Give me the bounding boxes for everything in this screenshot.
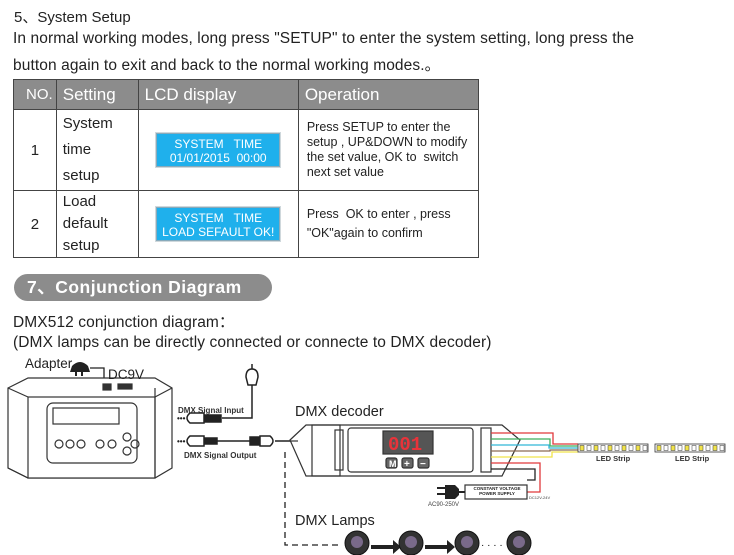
signal-input-label: DMX Signal Input [178, 406, 244, 415]
operation-line: Press SETUP to enter the [306, 120, 451, 134]
dmx-signal-output-cable: ••• [177, 435, 298, 447]
operation-cell: Press OK to enter , press "OK"again to c… [297, 190, 480, 258]
dmx-decoder-icon [282, 424, 521, 477]
led-chip [628, 445, 634, 451]
section5-paragraph-line1: In normal working modes, long press "SET… [13, 30, 635, 47]
led-strip-label-2: LED Strip [675, 454, 710, 463]
operation-line: setup , UP&DOWN to modify [306, 135, 468, 149]
led-chip [621, 445, 627, 451]
row-number: 1 [13, 109, 57, 191]
operation-line: Press OK to enter , press [306, 207, 451, 221]
table-row: 2 Load default setup SYSTEM TIME LOAD SE… [13, 190, 480, 258]
lcd-display: SYSTEM TIME 01/01/2015 00:00 [156, 133, 281, 167]
led-chip [684, 445, 690, 451]
operation-line: "OK"again to confirm [306, 226, 423, 240]
led-chip [607, 445, 613, 451]
decoder-button-m: M [389, 459, 397, 469]
led-chip [642, 445, 648, 451]
led-chip [698, 445, 704, 451]
row-number: 2 [13, 190, 57, 258]
setting-cell: System time setup [55, 109, 139, 191]
dmx-lamps: · · · · [344, 530, 532, 555]
led-chip [586, 445, 592, 451]
lcd-line2: 01/01/2015 00:00 [169, 151, 267, 165]
conjunction-diagram: ••• ••• 001 M + − [0, 355, 734, 555]
led-chip [670, 445, 676, 451]
power-supply-icon [437, 484, 528, 500]
led-chip [614, 445, 620, 451]
arrow-right-icon [425, 540, 455, 554]
header-setting: Setting [55, 79, 139, 110]
section7-paragraph-line2: (DMX lamps can be directly connected or … [13, 334, 492, 351]
psu-label-line2: POWER SUPPLY [479, 491, 515, 496]
signal-output-label: DMX Signal Output [184, 451, 257, 460]
section7-paragraph-line1: DMX512 conjunction diagram： [13, 314, 235, 331]
psu-label-line1: CONSTANT VOLTAGE [473, 486, 521, 491]
operation-cell: Press SETUP to enter the setup , UP&DOWN… [297, 109, 480, 191]
setting-line2: setup [62, 237, 100, 254]
psu-label: CONSTANT VOLTAGE POWER SUPPLY [467, 486, 527, 496]
table-header-row: NO. Setting LCD display Operation [13, 79, 480, 110]
adapter-label: Adapter [25, 356, 73, 371]
led-chip [656, 445, 662, 451]
lcd-line2: LOAD SEFAULT OK! [162, 225, 275, 239]
led-strip-icon [577, 443, 726, 453]
led-chip [600, 445, 606, 451]
lcd-line1: SYSTEM TIME [174, 137, 263, 151]
dc-output-label: DC12V-24V [529, 495, 551, 500]
decoder-display: 001 [388, 434, 422, 456]
led-chip [579, 445, 585, 451]
dmx-controller-icon [7, 377, 173, 479]
led-chip [677, 445, 683, 451]
output-wires [491, 432, 578, 493]
section5-paragraph-line2: button again to exit and back to the nor… [13, 57, 441, 74]
ac-input-label: AC90-250V [428, 502, 460, 508]
led-chip [712, 445, 718, 451]
led-chip [663, 445, 669, 451]
header-lcd-display: LCD display [137, 79, 299, 110]
system-setup-table: NO. Setting LCD display Operation 1 Syst… [13, 79, 480, 258]
dmx-lamps-label: DMX Lamps [295, 513, 375, 529]
lamp-lens [513, 536, 525, 548]
svg-text:•••: ••• [177, 414, 186, 423]
lcd-display: SYSTEM TIME LOAD SEFAULT OK! [156, 207, 281, 241]
header-no: NO. [13, 79, 57, 110]
header-operation: Operation [297, 79, 480, 110]
dmx-signal-input-cable: ••• [177, 364, 259, 424]
led-chip [635, 445, 641, 451]
led-strip-label-1: LED Strip [596, 454, 631, 463]
decoder-button-minus: − [420, 459, 426, 470]
section5-heading: 5、System Setup [14, 9, 131, 26]
dashed-connection-line [284, 452, 340, 546]
operation-line: next set value [306, 165, 384, 179]
led-chip [593, 445, 599, 451]
lcd-cell: SYSTEM TIME LOAD SEFAULT OK! [137, 190, 299, 258]
lamp-lens [405, 536, 417, 548]
section7-heading: 7、Conjunction Diagram [14, 274, 272, 301]
lamp-lens [351, 536, 363, 548]
led-chip [719, 445, 725, 451]
setting-line2: setup [62, 167, 100, 184]
lcd-line1: SYSTEM TIME [174, 211, 263, 225]
led-chip [691, 445, 697, 451]
operation-line: the set value, OK to switch [306, 150, 459, 164]
lcd-cell: SYSTEM TIME 01/01/2015 00:00 [137, 109, 299, 191]
lamp-lens [461, 536, 473, 548]
dmx-decoder-label: DMX decoder [295, 404, 384, 420]
dc9v-label: DC9V [108, 367, 145, 382]
setting-line1: System time [62, 115, 113, 158]
setting-line1: Load default [62, 193, 108, 232]
setting-cell: Load default setup [55, 190, 139, 258]
decoder-button-plus: + [404, 459, 410, 470]
ellipsis-dots: · · · · [481, 540, 503, 551]
arrow-right-icon [371, 540, 401, 554]
svg-text:•••: ••• [177, 437, 186, 446]
led-chip [705, 445, 711, 451]
table-row: 1 System time setup SYSTEM TIME 01/01/20… [13, 109, 480, 191]
diagram-drawing: ••• ••• 001 M + − [7, 362, 726, 555]
led-chips [579, 445, 725, 451]
